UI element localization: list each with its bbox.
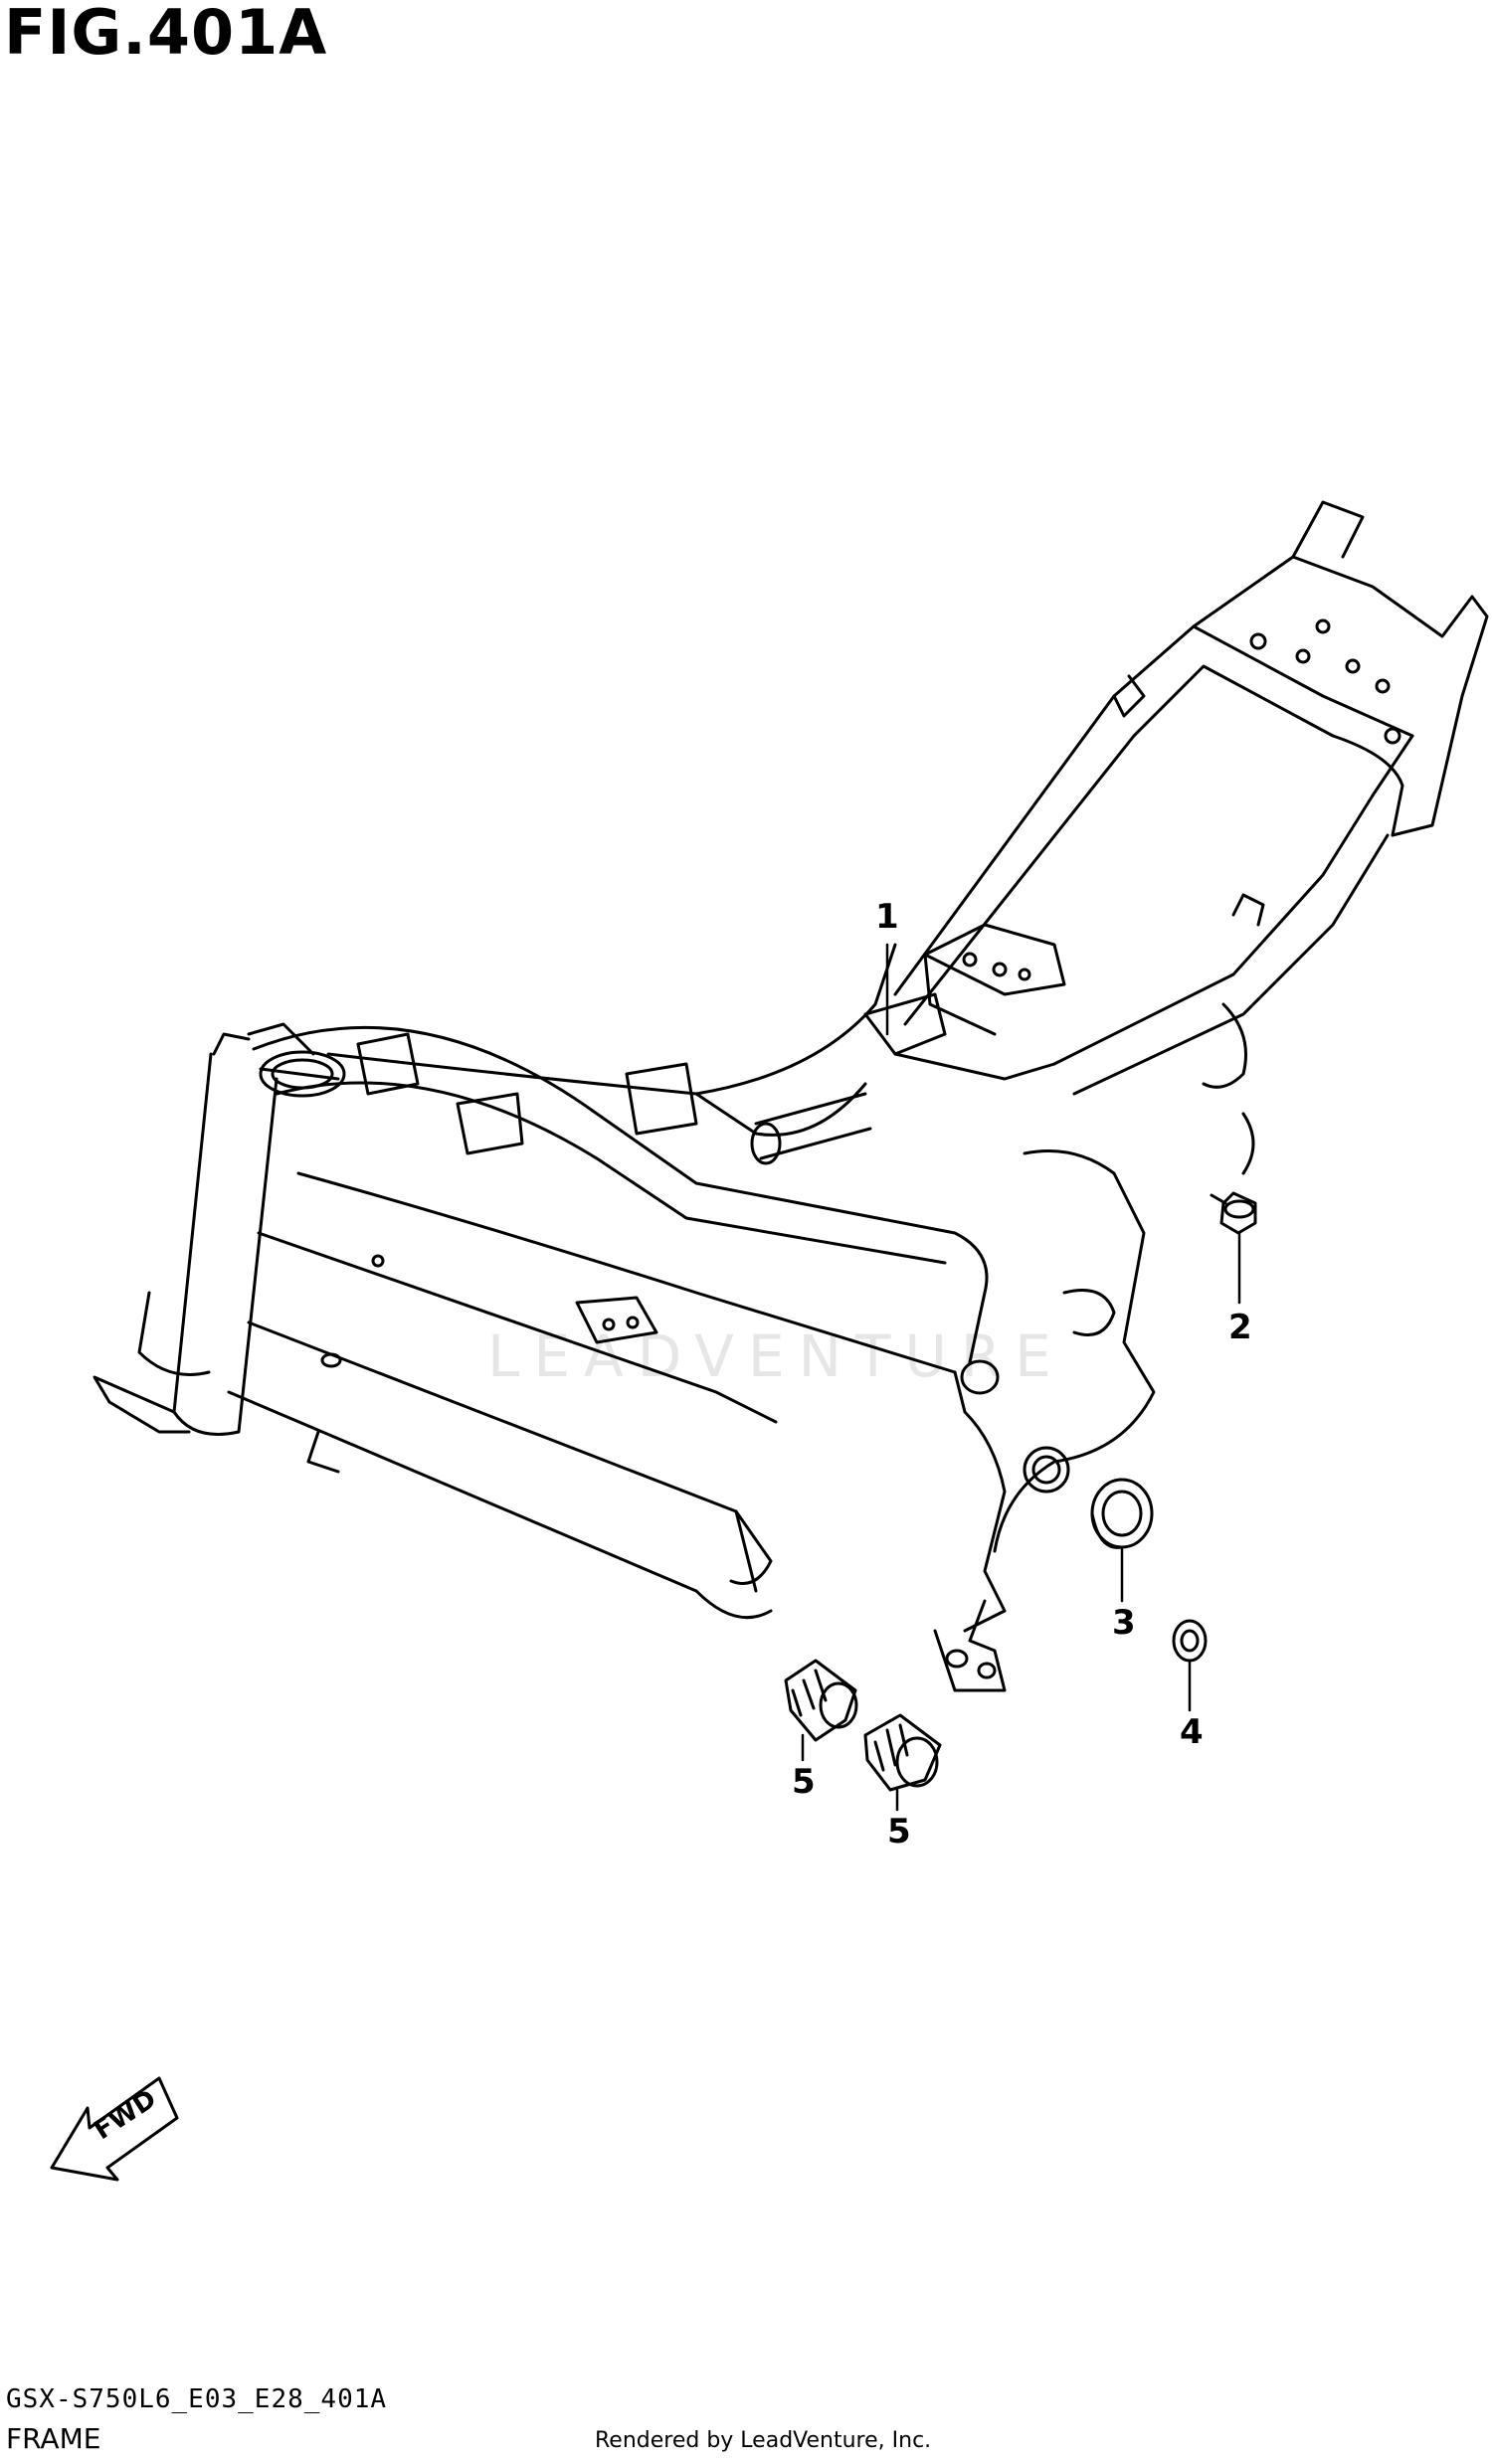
bushing-5-left xyxy=(784,1659,858,1742)
callout-2: 2 xyxy=(1228,1308,1252,1347)
callout-3: 3 xyxy=(1112,1603,1136,1643)
callout-4: 4 xyxy=(1180,1712,1204,1752)
callout-5a: 5 xyxy=(792,1762,816,1802)
washer-4 xyxy=(1172,1619,1208,1663)
callout-5b: 5 xyxy=(887,1812,911,1851)
diagram-code: GSX-S750L6_E03_E28_401A xyxy=(6,2384,388,2414)
bolt-2 xyxy=(1210,1191,1257,1235)
leader-lines xyxy=(801,943,1241,1812)
bushing-5-right xyxy=(863,1713,942,1792)
render-credit: Rendered by LeadVenture, Inc. xyxy=(595,2428,932,2453)
fwd-arrow-icon xyxy=(50,2076,179,2182)
callout-1: 1 xyxy=(875,897,899,937)
part-group-name: FRAME xyxy=(6,2422,101,2455)
main-frame xyxy=(93,500,1489,1692)
figure-title: FIG.401A xyxy=(4,0,328,69)
cushion-3 xyxy=(1090,1478,1154,1549)
